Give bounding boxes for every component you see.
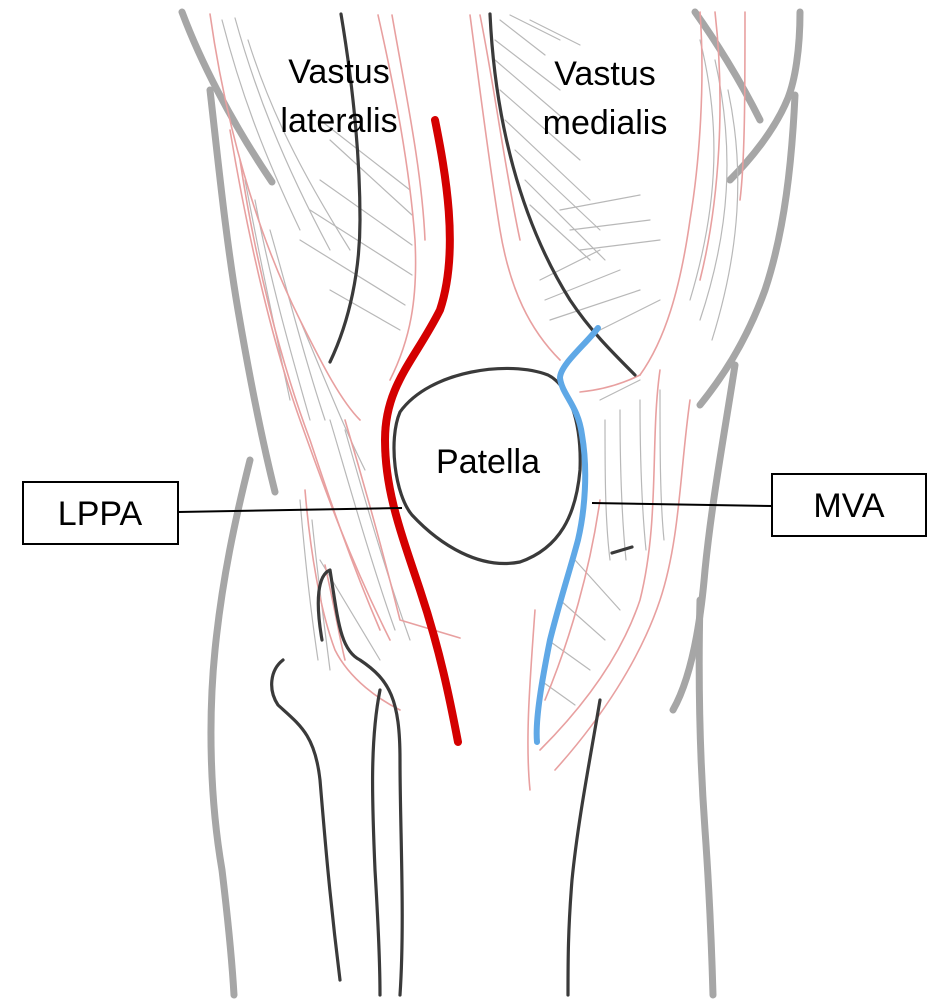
lppa-label: LPPA <box>58 495 143 533</box>
fascia-lines <box>209 11 746 791</box>
vastus-lateralis-label-line2: lateralis <box>280 102 397 140</box>
lppa-path-line <box>381 116 462 746</box>
vastus-medialis-label-line1: Vastus <box>554 55 655 93</box>
patella-label: Patella <box>436 443 540 481</box>
vastus-lateralis-border <box>328 12 362 364</box>
leg-outline <box>178 8 804 999</box>
muscle-fibers <box>221 14 739 706</box>
tibia-lateral <box>316 568 404 997</box>
mva-path-line <box>533 325 601 745</box>
mva-label-box <box>771 473 927 537</box>
tibia-plateau <box>370 688 382 997</box>
lppa-leader-line <box>177 507 403 513</box>
mva-leader-line <box>591 502 773 507</box>
tibia-medial <box>566 698 602 997</box>
vastus-medialis-border <box>488 12 637 377</box>
mva-label: MVA <box>813 487 884 525</box>
dark-structure-lines <box>270 12 637 997</box>
fibula-head <box>270 658 342 982</box>
vastus-lateralis-label-line1: Vastus <box>288 53 389 91</box>
vastus-medialis-label-line2: medialis <box>543 104 668 142</box>
patella-bone <box>392 366 582 565</box>
small-tick <box>610 545 634 555</box>
lppa-label-box <box>22 481 179 545</box>
